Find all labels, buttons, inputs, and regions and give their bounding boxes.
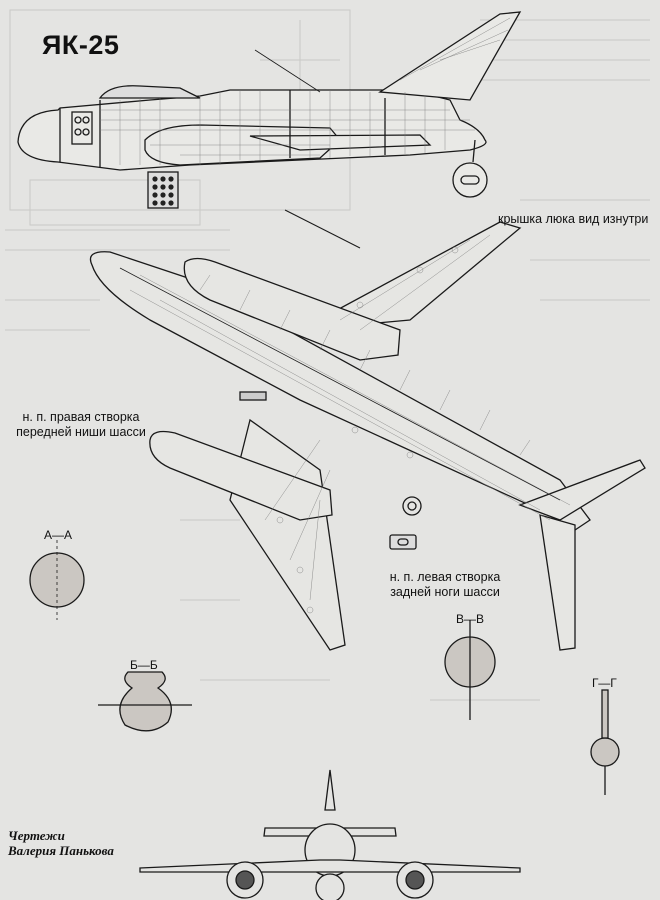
landing-gear-door-details — [239, 391, 422, 550]
front-gear-door-label-line1: н. п. правая створка — [22, 410, 140, 424]
hatch-cover-detail — [147, 139, 488, 209]
plan-view-panel-grid — [129, 234, 571, 614]
section-v-v — [444, 620, 496, 720]
credit-line-2: Валерия Панькова — [8, 843, 114, 858]
section-a-a-label: А—А — [44, 528, 73, 542]
section-b-b-label: Б—Б — [130, 658, 158, 672]
drawing-credit: Чертежи Валерия Панькова — [8, 828, 114, 858]
section-v-v-label: В—В — [456, 612, 485, 626]
front-view-aircraft — [139, 769, 521, 900]
section-g-g-label: Г—Г — [592, 676, 617, 690]
plan-view-aircraft — [89, 209, 646, 651]
aircraft-title: ЯК-25 — [42, 30, 120, 60]
hatch-cover-label: крышка люка вид изнутри — [498, 212, 649, 226]
rear-gear-door-label: н. п. левая створка задней ноги шасси — [370, 570, 520, 600]
section-b-b — [98, 671, 192, 732]
credit-line-1: Чертежи — [8, 828, 65, 843]
rear-gear-door-label-line1: н. п. левая створка — [389, 570, 501, 584]
rear-gear-door-label-line2: задней ноги шасси — [390, 585, 500, 599]
section-a-a — [29, 540, 85, 620]
front-gear-door-label-line2: передней ниши шасси — [16, 425, 146, 439]
section-g-g — [590, 689, 620, 795]
side-view-panel-grid — [100, 17, 511, 165]
front-gear-door-label: н. п. правая створка передней ниши шасси — [6, 410, 156, 440]
